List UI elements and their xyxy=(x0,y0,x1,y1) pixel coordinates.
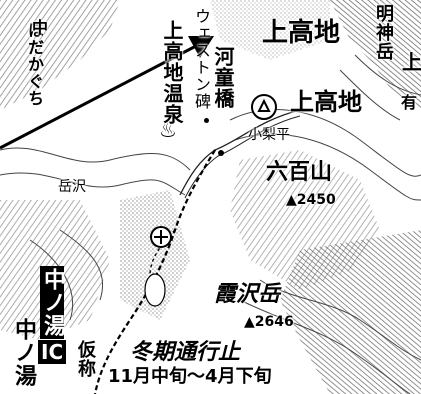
arrow-head xyxy=(188,36,214,58)
label-weston-monument: ウェストン碑 xyxy=(192,8,211,110)
label-winter-period: 11月中旬〜4月下旬 xyxy=(108,366,272,387)
label-kamikochi-onsen: 上高地温泉 xyxy=(160,20,184,125)
label-naka-prefix: 中 xyxy=(32,18,49,37)
label-roppyakuzan: 六百山 xyxy=(266,160,333,185)
arrow-line xyxy=(0,44,197,150)
label-hodaka-pass: ほだかぐち xyxy=(25,22,44,107)
bus-terminal-icon xyxy=(251,94,277,120)
label-roppyakuzan-elevation: ▲2450 xyxy=(286,192,336,208)
label-edge-top-right: 上 xyxy=(402,50,421,74)
label-kasumizawadake-elevation: ▲2646 xyxy=(244,314,294,330)
label-kasumizawadake: 霞沢岳 xyxy=(214,282,281,307)
label-edge-right: 有 xyxy=(401,93,418,112)
label-kamikochi-place: 上高地 xyxy=(290,88,362,116)
label-winter-closed: 冬期通行止 xyxy=(130,340,241,365)
label-mountain-right: 明神岳 xyxy=(373,4,394,61)
label-nakanoyu-ic-letter: IC xyxy=(38,340,67,364)
label-dakesawa-ridge: 岳沢 xyxy=(58,179,86,195)
campsite-marker-icon xyxy=(218,150,224,156)
mountain-shade-bottom-right xyxy=(280,230,421,394)
mountain-shade-top-left xyxy=(0,0,120,110)
interchange-symbol-icon xyxy=(150,226,172,248)
label-temporary: 仮称 xyxy=(75,340,96,378)
monument-marker-icon xyxy=(204,118,209,123)
mountain-shade-top-center xyxy=(210,0,330,60)
mountain-shade-top-right xyxy=(330,0,421,110)
label-kappabashi: 河童橋 xyxy=(211,46,235,109)
label-kosashidaira: 小梨平 xyxy=(248,127,290,143)
label-nakanoyu-left: 中ノ湯 xyxy=(11,318,36,387)
pond xyxy=(144,273,166,307)
hot-spring-icon: ♨ xyxy=(159,118,177,142)
label-kamikochi-area: 上高地 xyxy=(262,18,341,48)
label-nakanoyu-ic: 中ノ湯 xyxy=(40,266,65,339)
azusa-river xyxy=(179,109,301,196)
road-branch xyxy=(149,229,176,276)
